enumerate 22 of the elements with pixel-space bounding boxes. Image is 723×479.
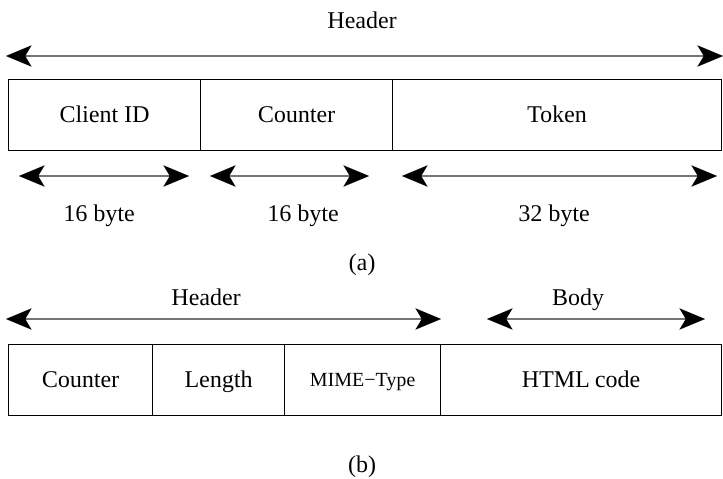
dimension-label: Header: [171, 285, 241, 312]
field-cell: [440, 344, 722, 416]
dimension-label: (b): [348, 452, 376, 479]
field-name: MIME−Type: [310, 368, 416, 392]
dimension-label: Header: [327, 8, 397, 35]
dimension-label: 32 byte: [518, 201, 590, 228]
field-name: Counter: [258, 102, 336, 128]
field-cell: [152, 344, 285, 416]
dimension-label: Body: [552, 285, 604, 312]
field-cell: [8, 344, 153, 416]
field-name: Length: [184, 366, 252, 394]
field-cell: [200, 79, 393, 151]
field-cell: [392, 79, 722, 151]
field-name: Token: [527, 102, 587, 128]
dimension-label: 16 byte: [267, 201, 339, 228]
dimension-label: 16 byte: [63, 201, 135, 228]
field-name: Counter: [42, 366, 120, 394]
field-name: Client ID: [60, 102, 150, 128]
field-name: HTML code: [522, 366, 640, 394]
field-cell: [284, 344, 441, 416]
field-cell: [8, 79, 201, 151]
dimension-label: (a): [348, 250, 376, 277]
